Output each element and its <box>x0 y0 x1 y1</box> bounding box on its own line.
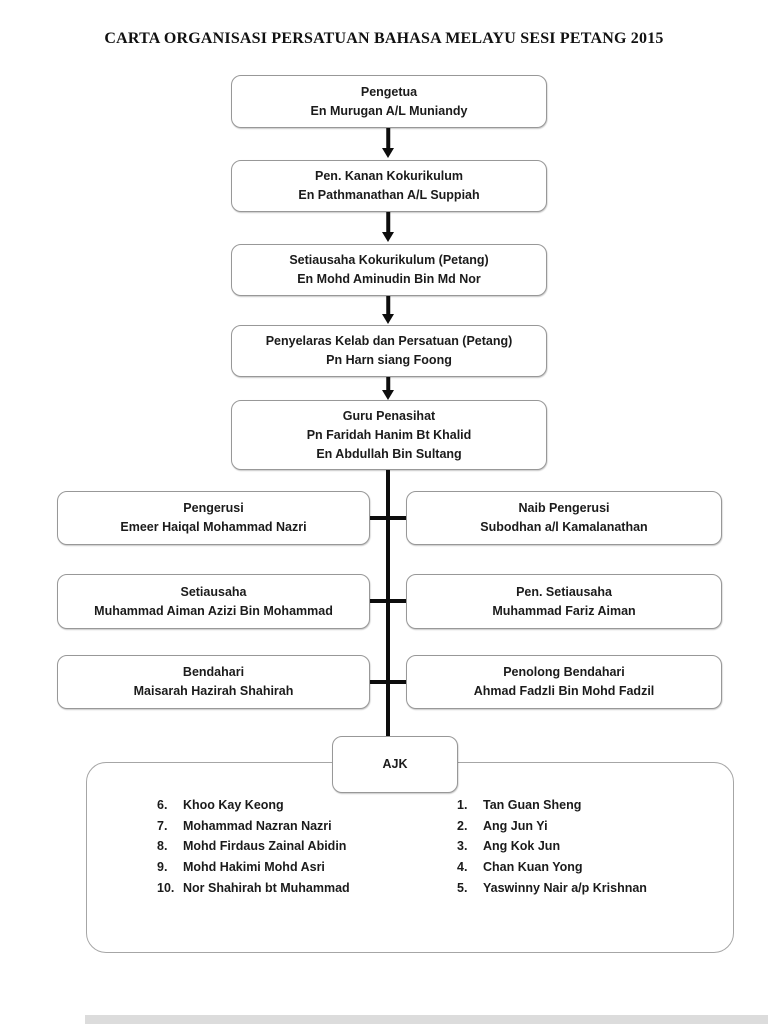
role-label: Penyelaras Kelab dan Persatuan (Petang) <box>265 334 513 348</box>
person-name: Emeer Haiqal Mohammad Nazri <box>120 520 307 534</box>
down-arrow-icon <box>381 296 395 324</box>
list-item: 1. Tan Guan Sheng <box>457 795 647 816</box>
ajk-members-box <box>86 762 734 953</box>
pair-box-pen-setiausaha: Pen. Setiausaha Muhammad Fariz Aiman <box>406 574 722 629</box>
ajk-list-left: 6. Khoo Kay Keong 7. Mohammad Nazran Naz… <box>157 795 350 898</box>
person-name: Subodhan a/l Kamalanathan <box>480 520 648 534</box>
chain-box-setiausaha-koku: Setiausaha Kokurikulum (Petang) En Mohd … <box>231 244 547 296</box>
chain-box-guru-penasihat: Guru Penasihat Pn Faridah Hanim Bt Khali… <box>231 400 547 470</box>
list-item: 7. Mohammad Nazran Nazri <box>157 816 350 837</box>
item-number: 1. <box>457 798 468 813</box>
person-name: Ahmad Fadzli Bin Mohd Fadzil <box>473 684 655 698</box>
chain-box-pen-kanan: Pen. Kanan Kokurikulum En Pathmanathan A… <box>231 160 547 212</box>
person-name: Pn Faridah Hanim Bt Khalid <box>306 427 472 442</box>
item-number: 8. <box>157 839 168 854</box>
list-item: 6. Khoo Kay Keong <box>157 795 350 816</box>
down-arrow-icon <box>381 128 395 158</box>
pair-box-naib-pengerusi: Naib Pengerusi Subodhan a/l Kamalanathan <box>406 491 722 545</box>
connector-line <box>366 680 410 684</box>
connector-line <box>366 599 410 603</box>
person-name: Muhammad Aiman Azizi Bin Mohammad <box>94 603 333 618</box>
item-number: 9. <box>157 860 168 875</box>
chain-box-penyelaras: Penyelaras Kelab dan Persatuan (Petang) … <box>231 325 547 377</box>
down-arrow-icon <box>381 212 395 242</box>
role-label: Pen. Setiausaha <box>516 584 612 599</box>
person-name: En Mohd Aminudin Bin Md Nor <box>297 272 481 286</box>
role-label: Bendahari <box>182 665 245 679</box>
member-name: Yaswinny Nair a/p Krishnan <box>483 880 647 895</box>
role-label: Guru Penasihat <box>342 408 436 423</box>
item-number: 5. <box>457 880 468 895</box>
list-item: 2. Ang Jun Yi <box>457 816 647 837</box>
list-item: 3. Ang Kok Jun <box>457 836 647 857</box>
down-arrow-icon <box>381 377 395 400</box>
pair-box-bendahari: Bendahari Maisarah Hazirah Shahirah <box>57 655 370 709</box>
item-number: 3. <box>457 839 468 854</box>
chain-box-pengetua: Pengetua En Murugan A/L Muniandy <box>231 75 547 128</box>
person-name: En Pathmanathan A/L Suppiah <box>298 188 480 202</box>
role-label: Pengerusi <box>183 501 244 515</box>
role-label: Setiausaha <box>180 584 247 599</box>
ajk-list-right: 1. Tan Guan Sheng 2. Ang Jun Yi 3. Ang K… <box>457 795 647 898</box>
member-name: Khoo Kay Keong <box>183 798 284 813</box>
item-number: 2. <box>457 818 468 833</box>
member-name: Tan Guan Sheng <box>483 798 582 813</box>
person-name: En Murugan A/L Muniandy <box>310 103 468 118</box>
member-name: Ang Kok Jun <box>483 839 561 854</box>
role-label: Pengetua <box>360 84 418 99</box>
member-name: Chan Kuan Yong <box>483 860 583 875</box>
person-name: Maisarah Hazirah Shahirah <box>133 684 294 698</box>
list-item: 5. Yaswinny Nair a/p Krishnan <box>457 877 647 898</box>
role-label: Pen. Kanan Kokurikulum <box>315 169 463 183</box>
member-name: Mohd Firdaus Zainal Abidin <box>183 839 347 854</box>
item-number: 6. <box>157 798 168 813</box>
pair-box-pengerusi: Pengerusi Emeer Haiqal Mohammad Nazri <box>57 491 370 545</box>
list-item: 8. Mohd Firdaus Zainal Abidin <box>157 836 350 857</box>
item-number: 4. <box>457 860 468 875</box>
connector-line <box>366 516 410 520</box>
list-item: 9. Mohd Hakimi Mohd Asri <box>157 857 350 878</box>
member-name: Nor Shahirah bt Muhammad <box>183 880 350 895</box>
list-item: 10. Nor Shahirah bt Muhammad <box>157 877 350 898</box>
person-name: Pn Harn siang Foong <box>326 353 452 367</box>
page-title: CARTA ORGANISASI PERSATUAN BAHASA MELAYU… <box>104 30 664 47</box>
pair-box-setiausaha: Setiausaha Muhammad Aiman Azizi Bin Moha… <box>57 574 370 629</box>
member-name: Mohd Hakimi Mohd Asri <box>183 860 325 875</box>
list-item: 4. Chan Kuan Yong <box>457 857 647 878</box>
ajk-box: AJK <box>332 736 458 793</box>
member-name: Mohammad Nazran Nazri <box>183 818 332 833</box>
member-name: Ang Jun Yi <box>483 818 548 833</box>
ajk-label: AJK <box>382 757 408 771</box>
item-number: 10. <box>157 880 175 895</box>
pair-box-penolong-bendahari: Penolong Bendahari Ahmad Fadzli Bin Mohd… <box>406 655 722 709</box>
item-number: 7. <box>157 818 168 833</box>
person-name: Muhammad Fariz Aiman <box>492 603 636 618</box>
role-label: Penolong Bendahari <box>503 665 625 679</box>
person-name: En Abdullah Bin Sultang <box>316 446 462 461</box>
role-label: Naib Pengerusi <box>518 501 610 515</box>
next-page-edge <box>85 1015 768 1024</box>
spine-line <box>386 470 390 738</box>
role-label: Setiausaha Kokurikulum (Petang) <box>289 253 489 267</box>
